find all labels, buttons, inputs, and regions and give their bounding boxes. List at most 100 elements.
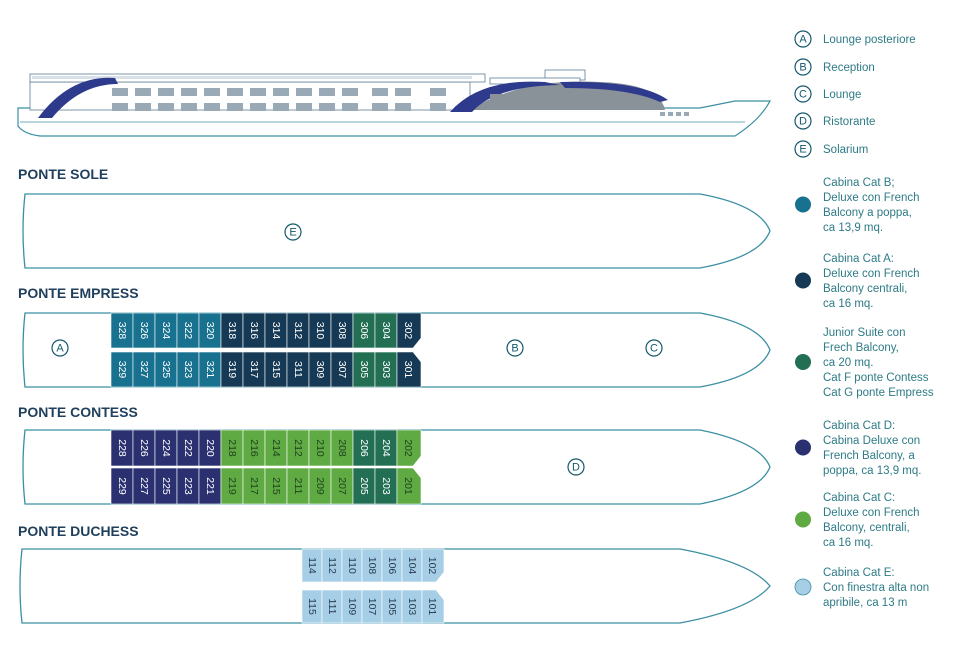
area-marker-b-empress: B	[506, 339, 524, 357]
cabin-number-323: 323	[182, 361, 194, 379]
cabin-number-314: 314	[270, 322, 282, 340]
legend-category-line: ca 13,9 mq.	[823, 222, 883, 234]
cabin-number-305: 305	[358, 361, 370, 379]
cabin-number-225: 225	[160, 477, 172, 495]
cabin-number-229: 229	[116, 477, 128, 495]
cabin-number-308: 308	[336, 322, 348, 340]
cabin-number-205: 205	[358, 477, 370, 495]
cabin-number-309: 309	[314, 361, 326, 379]
cabin-number-106: 106	[386, 557, 398, 575]
legend-category-line: ca 16 mq.	[823, 298, 874, 310]
legend-letter-label: Lounge	[823, 89, 861, 101]
legend-letter-label: Lounge posteriore	[823, 34, 916, 46]
cabin-number-217: 217	[248, 477, 260, 495]
deck-title-duchess: PONTE DUCHESS	[18, 523, 139, 539]
legend-category-line: Frech Balcony,	[823, 342, 899, 354]
cabin-201	[396, 467, 422, 505]
svg-text:D: D	[799, 116, 807, 128]
legend-category-line: Cabina Cat C:	[823, 492, 895, 504]
legend-category-line: Cat F ponte Contess	[823, 372, 929, 384]
legend-letter-label: Ristorante	[823, 116, 875, 128]
cabin-number-104: 104	[406, 557, 418, 575]
deck-outline-sole	[22, 193, 771, 269]
cabin-number-319: 319	[226, 361, 238, 379]
legend-category-line: Deluxe con French	[823, 192, 920, 204]
cabin-number-108: 108	[366, 557, 378, 575]
svg-text:B: B	[799, 62, 806, 74]
legend-swatch	[795, 439, 811, 456]
legend-swatch	[795, 272, 811, 289]
cabin-number-223: 223	[182, 477, 194, 495]
legend-letter-label: Solarium	[823, 144, 868, 156]
cabin-number-222: 222	[182, 439, 194, 457]
svg-text:E: E	[799, 144, 806, 156]
cabin-number-301: 301	[402, 361, 414, 379]
legend-swatch	[795, 196, 811, 213]
legend-category-line: Cabina Cat B;	[823, 177, 895, 189]
area-marker-a-empress: A	[51, 339, 69, 357]
cabin-number-115: 115	[306, 598, 318, 615]
legend-category-line: poppa, ca 13,9 mq.	[823, 465, 921, 477]
cabin-number-224: 224	[160, 439, 172, 457]
cabin-number-111: 111	[326, 599, 338, 615]
legend-swatch	[795, 511, 811, 528]
legend-letter-b: B Reception	[794, 58, 875, 76]
cabin-number-102: 102	[426, 557, 438, 575]
cabin-202	[396, 429, 422, 467]
cabin-301	[396, 351, 422, 388]
cabin-number-110: 110	[346, 557, 358, 574]
legend-letter-label: Reception	[823, 62, 875, 74]
legend-category-line: French Balcony, a	[823, 450, 915, 462]
cabin-number-103: 103	[406, 598, 418, 616]
cabin-number-114: 114	[306, 557, 318, 574]
svg-text:A: A	[56, 343, 64, 355]
ship-bow-swoosh	[450, 81, 560, 112]
cabin-number-210: 210	[314, 439, 326, 457]
legend-swatch	[795, 354, 811, 370]
legend-letter-e: E Solarium	[794, 140, 868, 158]
cabin-number-329: 329	[116, 361, 128, 379]
area-marker-e-sole: E	[284, 223, 302, 241]
cabin-number-322: 322	[182, 322, 194, 340]
cabin-number-109: 109	[346, 598, 358, 616]
cabin-102	[421, 548, 445, 583]
cabin-number-302: 302	[402, 322, 414, 340]
cabin-number-206: 206	[358, 439, 370, 457]
cabin-number-211: 211	[292, 478, 304, 495]
cabin-number-212: 212	[292, 439, 304, 457]
svg-text:C: C	[650, 343, 658, 355]
cabin-number-219: 219	[226, 477, 238, 495]
deck-title-empress: PONTE EMPRESS	[18, 285, 139, 301]
cabin-number-317: 317	[248, 361, 260, 379]
legend-swatch	[794, 578, 812, 596]
cabin-number-304: 304	[380, 322, 392, 340]
ship-profile	[17, 69, 771, 137]
cabin-number-218: 218	[226, 439, 238, 457]
legend-category-line: Cat G ponte Empress	[823, 387, 934, 399]
cabin-number-327: 327	[138, 361, 150, 379]
cabin-number-203: 203	[380, 477, 392, 495]
area-marker-c-empress: C	[645, 339, 663, 357]
cabin-302	[396, 312, 422, 349]
cabin-number-315: 315	[270, 361, 282, 379]
cabin-number-227: 227	[138, 477, 150, 495]
ship-aft-swoosh	[38, 77, 118, 118]
legend-category-line: Deluxe con French	[823, 268, 920, 280]
cabin-number-202: 202	[402, 439, 414, 457]
cabin-number-107: 107	[366, 598, 378, 616]
cabin-number-306: 306	[358, 322, 370, 340]
cabin-number-201: 201	[402, 477, 414, 495]
legend-category-line: Cabina Deluxe con	[823, 435, 920, 447]
cabin-number-316: 316	[248, 322, 260, 340]
legend-category-cat-e: Cabina Cat E:Con finestra alta nonapribi…	[794, 567, 929, 609]
legend-letter-d: D Ristorante	[794, 112, 875, 130]
cabin-number-228: 228	[116, 439, 128, 457]
cabin-number-320: 320	[204, 322, 216, 340]
